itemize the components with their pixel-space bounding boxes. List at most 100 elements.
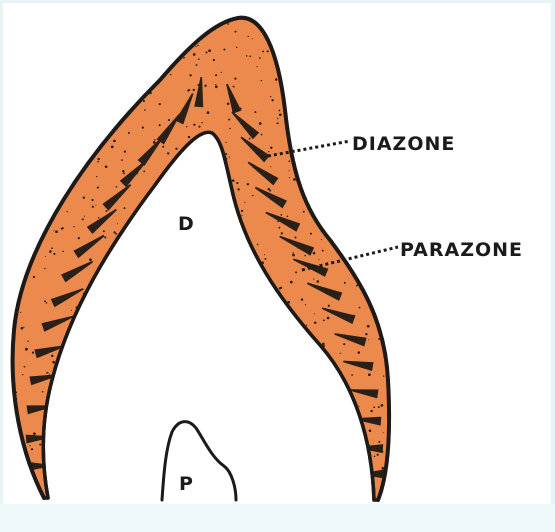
- stipple-dot: [69, 178, 72, 181]
- stipple-dot: [119, 74, 121, 76]
- stipple-dot: [27, 239, 29, 241]
- stipple-dot: [45, 256, 46, 257]
- stipple-dot: [97, 161, 99, 163]
- stipple-dot: [254, 111, 256, 113]
- stipple-dot: [377, 454, 379, 456]
- stipple-dot: [236, 47, 238, 49]
- stipple-dot: [378, 406, 380, 408]
- stipple-dot: [303, 185, 305, 187]
- stipple-dot: [368, 339, 369, 340]
- stipple-dot: [186, 468, 188, 470]
- stipple-dot: [382, 467, 385, 470]
- stipple-dot: [159, 17, 160, 18]
- stipple-dot: [71, 87, 73, 89]
- stipple-dot: [88, 494, 91, 497]
- stipple-dot: [298, 457, 300, 459]
- stipple-dot: [177, 281, 179, 283]
- stipple-dot: [162, 426, 163, 427]
- stipple-dot: [110, 444, 112, 446]
- stipple-dot: [113, 14, 114, 15]
- stipple-dot: [338, 454, 340, 456]
- stipple-dot: [356, 65, 358, 67]
- stipple-dot: [43, 116, 44, 117]
- stipple-dot: [190, 275, 192, 277]
- stipple-dot: [318, 41, 320, 43]
- stipple-dot: [328, 305, 330, 307]
- stipple-dot: [183, 58, 184, 59]
- stipple-dot: [76, 365, 77, 366]
- stipple-dot: [350, 244, 351, 245]
- stipple-dot: [389, 161, 391, 163]
- stipple-dot: [194, 194, 196, 196]
- stipple-dot: [81, 41, 82, 42]
- stipple-dot: [296, 349, 298, 351]
- stipple-dot: [193, 89, 195, 91]
- stipple-dot: [100, 377, 101, 378]
- stipple-dot: [334, 409, 336, 411]
- stipple-dot: [311, 182, 314, 185]
- stipple-dot: [184, 306, 187, 309]
- stipple-dot: [85, 319, 88, 322]
- stipple-dot: [317, 66, 320, 69]
- stipple-dot: [26, 45, 29, 48]
- stipple-dot: [49, 250, 52, 253]
- stipple-dot: [64, 132, 66, 134]
- stipple-dot: [295, 271, 297, 273]
- stipple-dot: [160, 191, 163, 194]
- dentin-label: D: [178, 213, 194, 235]
- stipple-dot: [77, 440, 79, 442]
- stipple-dot: [188, 136, 190, 138]
- stipple-dot: [318, 259, 319, 260]
- stipple-dot: [154, 139, 156, 141]
- stipple-dot: [82, 331, 83, 332]
- stipple-dot: [63, 382, 65, 384]
- stipple-dot: [120, 22, 122, 24]
- stipple-dot: [47, 372, 49, 374]
- stipple-dot: [32, 35, 34, 37]
- stipple-dot: [20, 103, 22, 105]
- stipple-dot: [60, 101, 62, 103]
- stipple-dot: [263, 439, 264, 440]
- stipple-dot: [170, 451, 172, 453]
- stipple-dot: [381, 404, 384, 407]
- stipple-dot: [143, 100, 145, 102]
- stipple-dot: [55, 230, 58, 233]
- stipple-dot: [369, 429, 372, 432]
- stipple-dot: [317, 79, 318, 80]
- stipple-dot: [198, 288, 199, 289]
- stipple-dot: [359, 307, 361, 309]
- stipple-dot: [65, 85, 67, 87]
- stipple-dot: [201, 324, 202, 325]
- stipple-dot: [142, 492, 144, 494]
- stipple-dot: [68, 39, 69, 40]
- stipple-dot: [72, 416, 74, 418]
- stipple-dot: [268, 151, 269, 152]
- stipple-dot: [314, 322, 316, 324]
- stipple-dot: [324, 389, 326, 391]
- stipple-dot: [344, 282, 346, 284]
- stipple-dot: [23, 327, 24, 328]
- stipple-dot: [121, 159, 123, 161]
- stipple-dot: [362, 108, 364, 110]
- stipple-dot: [390, 359, 392, 361]
- stipple-dot: [306, 325, 307, 326]
- stipple-dot: [201, 122, 202, 123]
- stipple-dot: [328, 215, 330, 217]
- stipple-dot: [25, 74, 27, 76]
- stipple-dot: [327, 496, 328, 497]
- stipple-dot: [82, 361, 85, 364]
- stipple-dot: [255, 310, 257, 312]
- stipple-dot: [298, 422, 300, 424]
- stipple-dot: [29, 445, 30, 446]
- stipple-dot: [64, 367, 66, 369]
- stipple-dot: [19, 117, 20, 118]
- stipple-dot: [201, 471, 203, 473]
- stipple-dot: [98, 217, 100, 219]
- stipple-dot: [394, 20, 395, 21]
- stipple-dot: [392, 429, 394, 431]
- stipple-dot: [129, 315, 130, 316]
- stipple-dot: [103, 95, 104, 96]
- stipple-dot: [370, 410, 372, 412]
- stipple-dot: [194, 403, 196, 405]
- stipple-dot: [165, 275, 168, 278]
